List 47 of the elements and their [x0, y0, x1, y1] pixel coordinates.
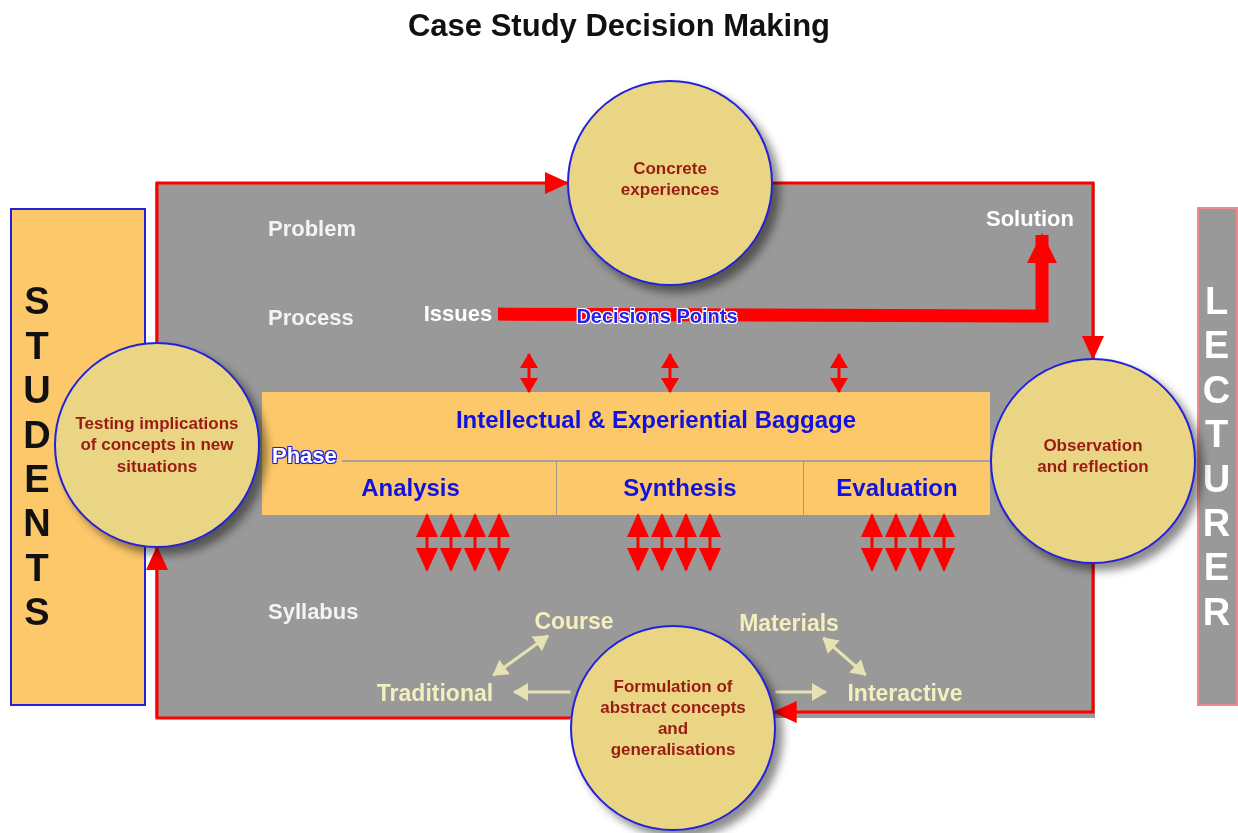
double-arrow	[520, 353, 538, 393]
circle-text: Testing implications of concepts in new situations	[74, 413, 240, 477]
band-heading: Intellectual & Experiential Baggage	[454, 406, 858, 434]
arrow	[155, 172, 569, 342]
double-arrow	[885, 513, 907, 572]
circle-text: Formulation of abstract concepts and generalisations	[599, 675, 747, 761]
circle-text: Observation and reflection	[1036, 434, 1150, 478]
double-arrow	[675, 513, 697, 572]
double-arrow	[830, 353, 848, 393]
row-label: Problem	[268, 216, 357, 242]
circle-text: Concrete experiences	[619, 157, 721, 201]
double-arrow	[822, 636, 867, 677]
double-arrow	[699, 513, 721, 572]
phase-name: Analysis	[361, 473, 460, 502]
arrow	[775, 683, 827, 701]
double-arrow	[661, 353, 679, 393]
course-label: Course	[534, 607, 614, 635]
course-label: Interactive	[847, 679, 963, 707]
course-label: Traditional	[376, 679, 494, 707]
double-arrow	[909, 513, 931, 572]
double-arrow	[627, 513, 649, 572]
double-arrow	[488, 513, 510, 572]
edge-label: Decisions Points	[576, 304, 738, 328]
arrow	[773, 181, 1104, 360]
course-label: Materials	[739, 609, 839, 637]
baggage-band	[262, 392, 990, 515]
vertical-label: LECTURER	[1201, 278, 1232, 635]
diagram-title: Case Study Decision Making	[406, 8, 832, 44]
double-arrow	[933, 513, 955, 572]
double-arrow	[440, 513, 462, 572]
side-panel	[1197, 207, 1238, 706]
double-arrow	[861, 513, 883, 572]
phase-name: Evaluation	[836, 473, 958, 502]
arrow	[513, 683, 571, 701]
row-label: Syllabus	[268, 599, 359, 625]
arrow	[146, 546, 571, 720]
phase-label: Phase	[272, 443, 337, 469]
phase-name: Synthesis	[623, 473, 737, 502]
row-label: Issues	[423, 301, 493, 327]
row-label: Solution	[986, 206, 1074, 232]
row-label: Process	[268, 305, 354, 331]
double-arrow	[464, 513, 486, 572]
double-arrow	[492, 634, 549, 677]
double-arrow	[651, 513, 673, 572]
double-arrow	[416, 513, 438, 572]
arrow	[498, 233, 1057, 323]
vertical-label: STUDENTS	[22, 279, 52, 635]
